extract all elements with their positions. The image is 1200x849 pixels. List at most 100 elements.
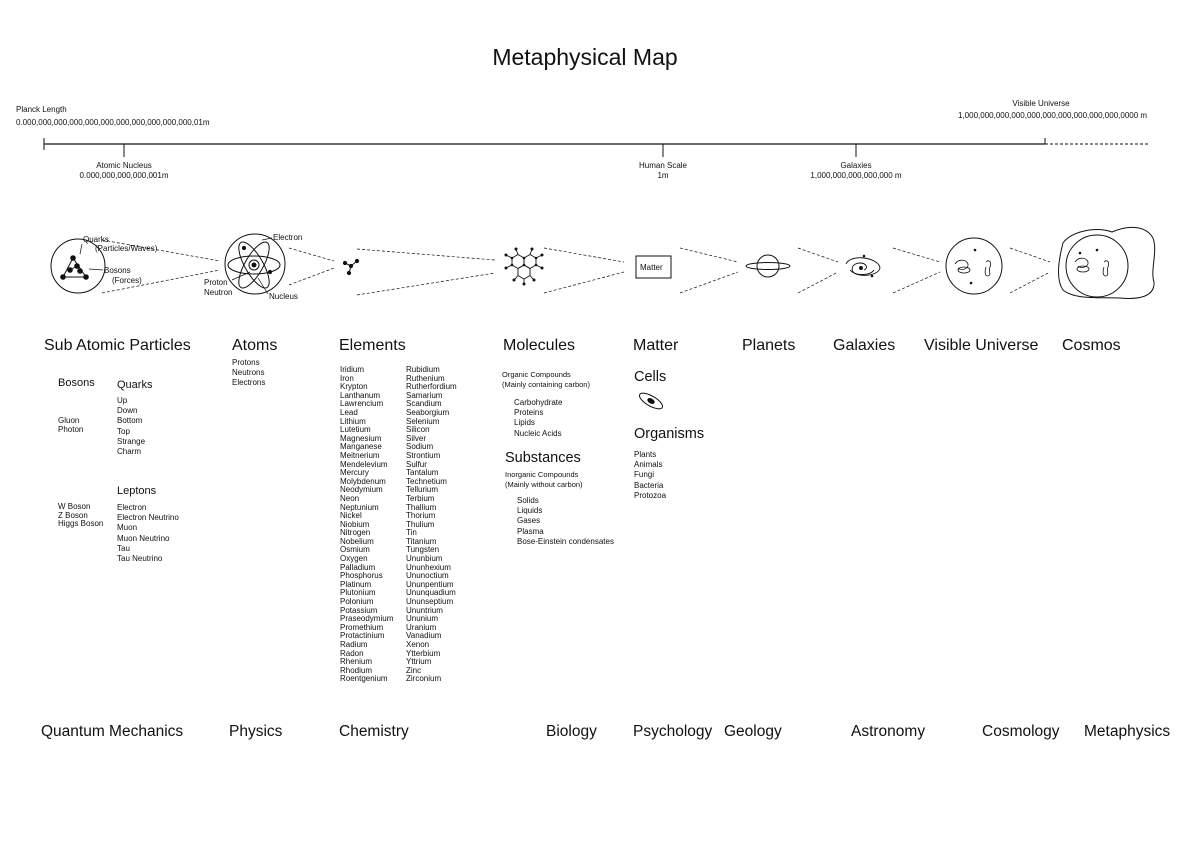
list-item: Lanthanum [340,390,381,400]
nucleus-label: Nucleus [269,292,298,301]
subatomic-circle-icon [50,238,106,294]
list-item: Tellurium [406,485,439,495]
scale-start-value: 0.000,000,000,000,000,000,000,000,000,00… [16,118,210,127]
molecule-hexagon-icon [505,248,543,284]
list-item: Samarium [406,390,443,400]
list-item: Promethium [340,622,384,632]
organisms-list: Plants Animals Fungi Bacteria Protozoa [634,450,666,501]
list-item: Up [117,396,128,405]
heading-galaxies: Galaxies [833,337,896,354]
discipline-label: Geology [724,723,782,740]
quarks-sub-label: (Particles/Waves) [95,244,158,253]
bosons-sub-label: (Forces) [112,276,142,285]
list-item: Vanadium [406,631,442,641]
list-item: Top [117,426,130,436]
list-item: Palladium [340,562,376,572]
list-item: Tau [117,543,130,553]
substances-heading: Substances [505,450,581,466]
list-item: Zinc [406,665,422,675]
list-item: Titanium [406,536,437,546]
inorganic-heading: Inorganic Compounds (Mainly without carb… [505,470,583,489]
list-item: Ruthenium [406,373,445,383]
list-item: Iridium [340,365,365,374]
list-item: Electron Neutrino [117,513,179,523]
scale-mark-label: Galaxies [840,161,872,170]
visible-universe-icon [945,237,1003,295]
quarks-label: Quarks [83,235,109,244]
list-item: Meitnerium [340,450,380,460]
list-item: Mercury [340,468,369,478]
list-item: Mendelevium [340,459,388,469]
discipline-label: Chemistry [339,723,409,740]
list-item: Lead [340,407,358,417]
list-item: Scandium [406,399,442,409]
list-item: Lipids [514,418,535,428]
list-item: Tin [406,528,417,538]
heading-cosmos: Cosmos [1062,337,1121,354]
list-item: Molybdenum [340,476,386,486]
bosons-list-b: W Boson Z Boson Higgs Boson [58,502,103,529]
list-item: Sulfur [406,459,427,469]
heading-matter: Matter [633,337,679,354]
list-item: Lawrencium [340,399,384,409]
matter-box [635,255,672,279]
heading-subatomic: Sub Atomic Particles [44,337,191,354]
galaxy-spiral-icon [845,257,881,276]
list-item: Niobium [340,519,370,529]
leptons-list: Electron Electron Neutrino Muon Muon Neu… [117,503,179,564]
list-item: Nitrogen [340,528,371,538]
scale-mark-value: 1m [657,171,669,180]
list-item: Rubidium [406,365,440,374]
list-item: Nobelium [340,536,374,546]
atom-orbits-icon [227,241,281,289]
list-item: Neon [340,493,360,503]
discipline-label: Astronomy [851,723,926,740]
electron-label: Electron [273,233,303,242]
scale-mark-label: Atomic Nucleus [96,161,152,170]
list-item: Gases [517,516,541,526]
organisms-heading: Organisms [634,426,705,442]
matter-box-label: Matter [640,263,663,272]
list-item: Charm [117,446,142,456]
discipline-label: Physics [229,723,283,740]
list-item: Ununbium [406,554,443,564]
list-item: Ununpentium [406,579,454,589]
discipline-label: Cosmology [982,723,1060,740]
list-item: Rutherfordium [406,382,457,392]
list-item: Yttrium [406,657,432,667]
heading-visible-universe: Visible Universe [924,337,1039,354]
list-item: Silicon [406,425,430,435]
scale-mark-label: Human Scale [638,161,688,170]
list-item: Nickel [340,511,362,521]
list-item: Ununoctium [406,571,449,581]
heading-elements: Elements [339,337,406,354]
list-item: Praseodymium [340,614,394,624]
list-item: Manganese [340,442,382,452]
list-item: Strange [117,436,146,446]
list-item: Bottom [117,416,143,426]
bosons-heading: Bosons [58,377,95,389]
list-item: Thulium [406,519,435,529]
list-item: Gluon [58,416,80,425]
list-item: Protozoa [634,490,667,500]
list-item: Tau Neutrino [117,553,163,563]
planet-icon [745,254,791,278]
list-item: Zirconium [406,674,442,684]
cosmos-icon [1058,227,1156,299]
list-item: Polonium [340,597,374,607]
list-item: Magnesium [340,433,382,443]
list-item: Rhenium [340,657,373,667]
list-item: Uranium [406,622,437,632]
heading-molecules: Molecules [503,337,576,354]
discipline-label: Biology [546,723,597,740]
list-item: Tantalum [406,468,439,478]
list-item: Plasma [517,526,544,536]
list-item: Plants [634,450,657,459]
list-item: Ununseptium [406,597,454,607]
zoom-connectors [101,239,1051,296]
cell-icon [638,392,664,410]
list-item: Protons [232,358,260,367]
organic-heading-line: (Mainly containing carbon) [502,379,590,389]
scale-mark-value: 1,000,000,000,000,000 m [810,171,902,180]
